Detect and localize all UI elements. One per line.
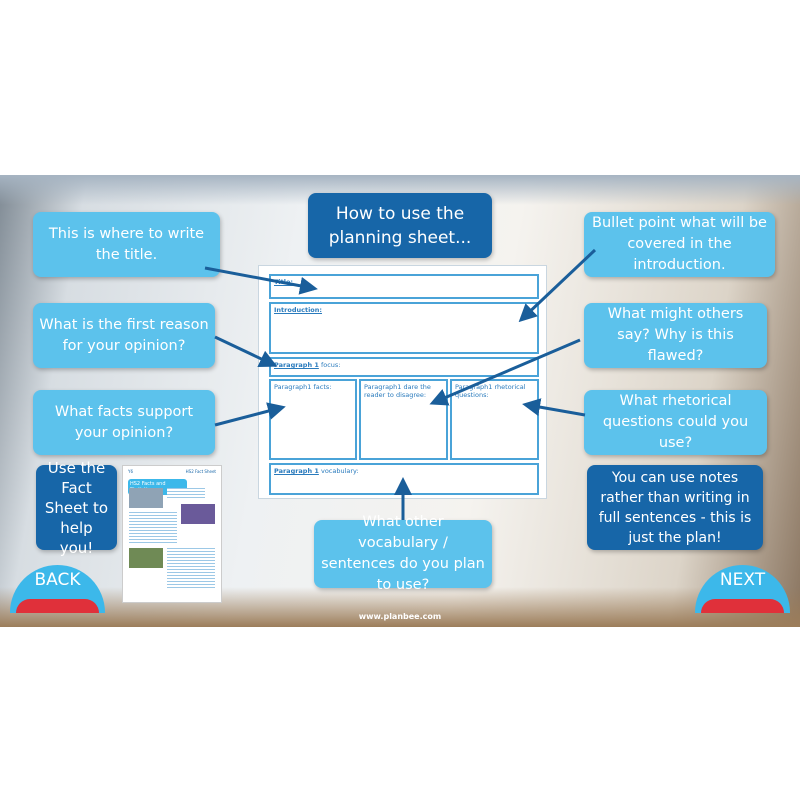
callout-title: This is where to write the title. [33, 212, 220, 277]
callout-facts: What facts support your opinion? [33, 390, 215, 455]
arrow-to-rhetorical [522, 398, 586, 417]
fact-sheet-text [167, 548, 215, 588]
fact-sheet-photo-field [129, 548, 163, 568]
arrow-to-focus [214, 335, 278, 367]
fact-sheet-photo-train [129, 488, 163, 508]
footer-url: www.planbee.com [358, 612, 442, 621]
sheet-focus-bold: Paragraph 1 [274, 361, 319, 369]
arrow-to-facts [214, 402, 286, 427]
fact-sheet-text [129, 512, 177, 544]
fact-sheet-header: Y6 HS2 Fact Sheet [123, 466, 221, 477]
sheet-focus-label: focus: [320, 361, 341, 369]
arrow-to-title [204, 266, 318, 295]
sheet-vocab-bold: Paragraph 1 [274, 467, 319, 475]
next-label: NEXT [719, 570, 766, 590]
fact-sheet-text [167, 488, 205, 500]
sheet-disagree-cell: Paragraph1 dare the reader to disagree: [359, 379, 448, 460]
sheet-focus-cell: Paragraph 1 focus: [269, 357, 539, 377]
callout-others-say: What might others say? Why is this flawe… [584, 303, 767, 368]
sheet-intro-label: Introduction: [274, 306, 322, 314]
notes-tip: You can use notes rather than writing in… [587, 465, 763, 550]
train-icon [16, 599, 99, 613]
callout-rhetorical: What rhetorical questions could you use? [584, 390, 767, 455]
planning-sheet: Title: Introduction: Paragraph 1 focus: … [258, 265, 547, 499]
slide-title: How to use the planning sheet... [308, 193, 492, 258]
train-icon [701, 599, 784, 613]
callout-first-reason: What is the first reason for your opinio… [33, 303, 215, 368]
sheet-rhetorical-cell: Paragraph1 rhetorical questions: [450, 379, 539, 460]
fact-sheet-name: HS2 Fact Sheet [185, 469, 216, 474]
fact-sheet-year: Y6 [128, 469, 133, 474]
arrow-to-disagree [429, 338, 581, 406]
arrow-to-introduction [518, 248, 597, 323]
sheet-intro-cell: Introduction: [269, 302, 539, 354]
callout-introduction: Bullet point what will be covered in the… [584, 212, 775, 277]
fact-sheet-photo-station [181, 504, 215, 524]
sheet-vocab-label: vocabulary: [320, 467, 359, 475]
back-label: BACK [34, 570, 81, 590]
